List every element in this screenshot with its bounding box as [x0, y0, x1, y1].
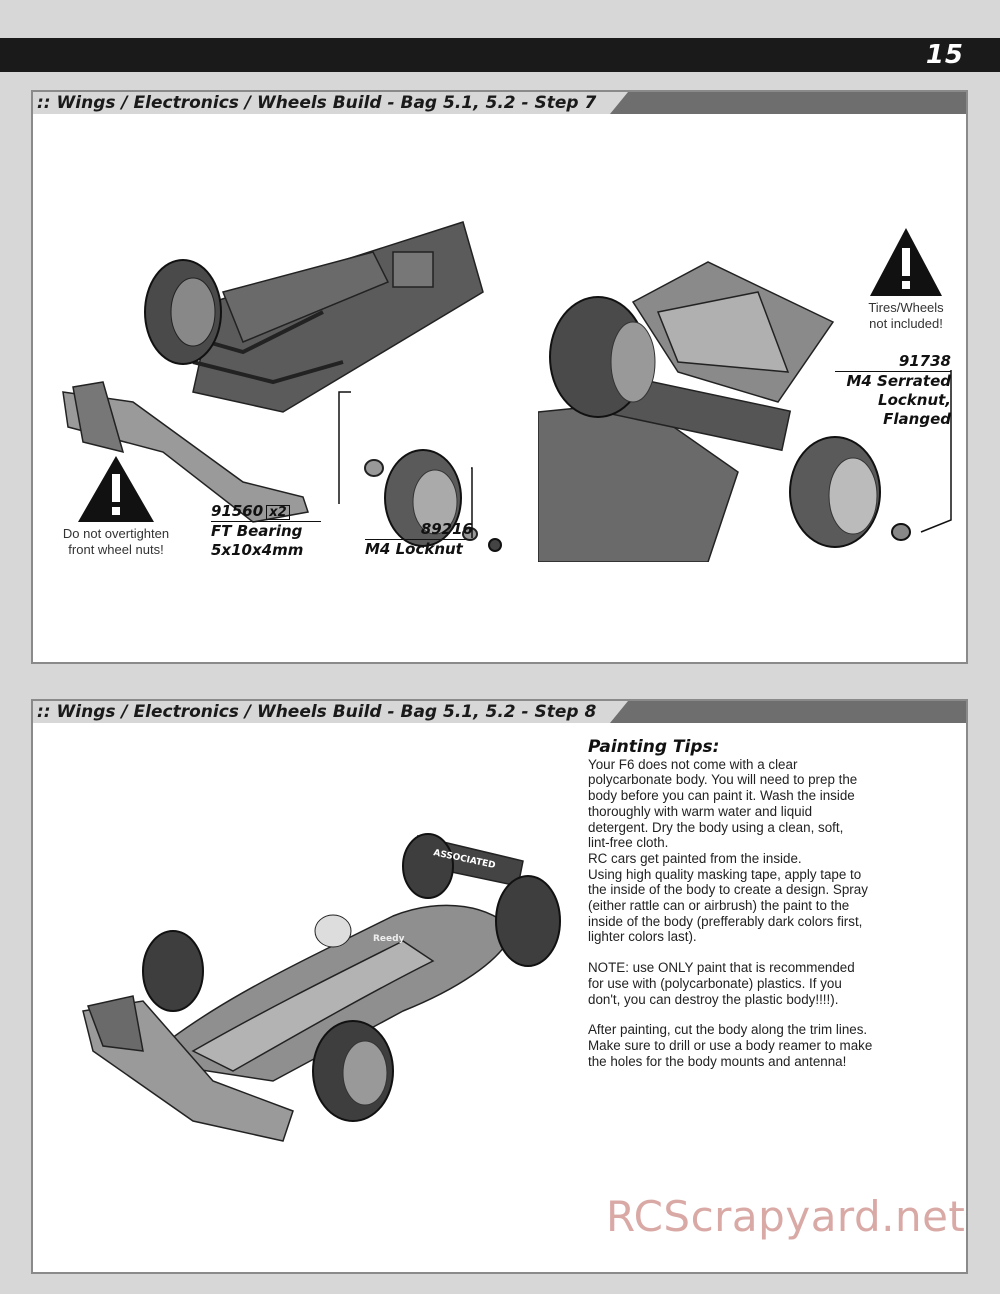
warning-front-nuts: Do not overtighten front wheel nuts! [41, 454, 191, 558]
page-number: 15 [925, 40, 964, 70]
step8-header: :: Wings / Electronics / Wheels Build - … [33, 701, 966, 723]
part-name: FT Bearing 5x10x4mm [211, 521, 321, 560]
part-number: 91738 [898, 352, 951, 370]
body-logo: Reedy [373, 934, 405, 944]
warning-tires-text: Tires/Wheels not included! [868, 300, 944, 331]
step8-title: :: Wings / Electronics / Wheels Build - … [33, 701, 629, 723]
watermark: RCScrapyard.net [606, 1192, 966, 1241]
step8-panel: :: Wings / Electronics / Wheels Build - … [31, 699, 968, 1274]
tips-paragraph: Your F6 does not come with a clear polyc… [588, 756, 868, 945]
rear-wheel-illustration [789, 436, 911, 548]
part-name: M4 Locknut [365, 539, 473, 559]
tips-paragraph: After painting, cut the body along the t… [588, 1022, 873, 1069]
step7-panel: :: Wings / Electronics / Wheels Build - … [31, 90, 968, 664]
warning-tires: Tires/Wheels not included! [841, 226, 971, 332]
callout-91738: 91738 M4 Serrated Locknut, Flanged [835, 352, 951, 429]
part-name: M4 Serrated Locknut, Flanged [835, 371, 951, 429]
front-chassis-illustration [62, 221, 502, 552]
quantity-badge: x2 [266, 505, 290, 520]
body-logo: F6 [373, 894, 392, 910]
warning-icon [870, 228, 942, 296]
part-number: 89216 [420, 520, 473, 538]
top-bar [0, 38, 1000, 72]
f6-body-illustration: ASSOCIATED F6 Reedy [82, 833, 561, 1142]
step7-header: :: Wings / Electronics / Wheels Build - … [33, 92, 966, 114]
rear-chassis-illustration [538, 261, 835, 562]
tips-paragraph: NOTE: use ONLY paint that is recommended… [588, 960, 855, 1007]
step7-title: :: Wings / Electronics / Wheels Build - … [33, 92, 629, 114]
warning-front-text: Do not overtighten front wheel nuts! [62, 526, 170, 557]
warning-icon [78, 456, 154, 522]
callout-89216: 89216 M4 Locknut [365, 520, 473, 559]
painting-tips: Painting Tips: Your F6 does not come wit… [588, 737, 968, 1069]
part-number: 91560 [211, 502, 264, 520]
painting-tips-heading: Painting Tips: [588, 737, 720, 757]
